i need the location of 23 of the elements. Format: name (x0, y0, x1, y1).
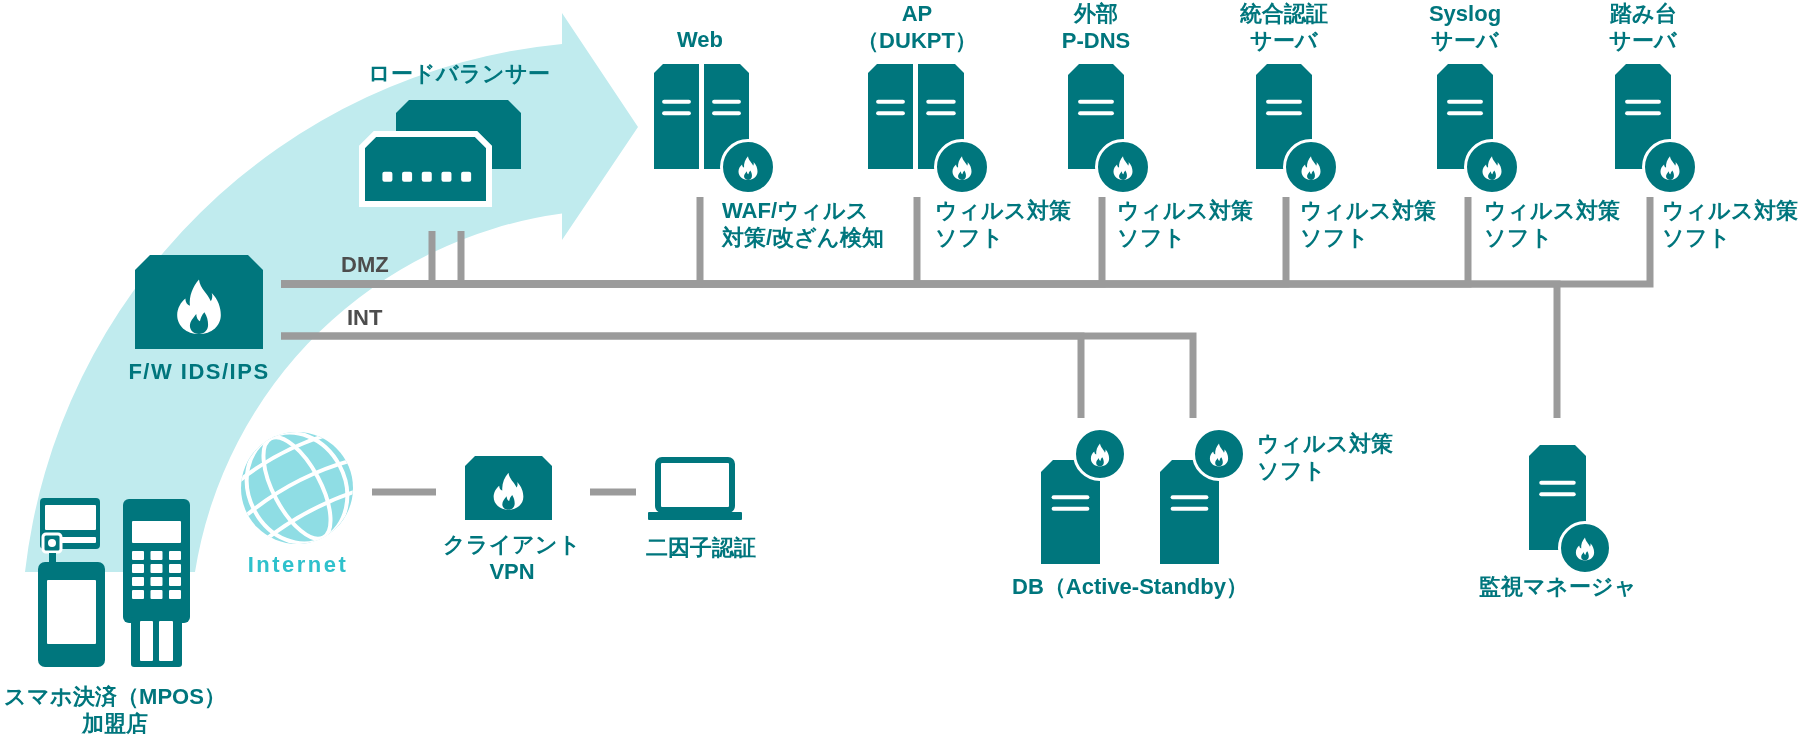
security-note: ウィルス対策ソフト (1662, 197, 1798, 251)
device-label: スマホ決済（MPOS）加盟店 (4, 683, 226, 737)
device-label: F/W IDS/IPS (128, 358, 270, 385)
server-label: 踏み台サーバ (1609, 0, 1677, 54)
security-note: ウィルス対策ソフト (1117, 197, 1253, 251)
network-label: DMZ (341, 251, 389, 278)
security-note: ウィルス対策ソフト (1300, 197, 1436, 251)
device-label: 二因子認証 (646, 534, 756, 561)
server-label: 統合認証サーバ (1240, 0, 1328, 54)
device-label: クライアントVPN (443, 531, 581, 585)
server-label: 監視マネージャ (1479, 573, 1637, 600)
security-note: WAF/ウィルス対策/改ざん検知 (722, 197, 885, 251)
server-label: DB（Active-Standby） (1012, 573, 1248, 600)
device-label: ロードバランサー (368, 60, 550, 87)
internet-label: Internet (247, 551, 349, 578)
security-note: ウィルス対策ソフト (1484, 197, 1620, 251)
server-label: Syslogサーバ (1428, 0, 1502, 54)
server-label: 外部P-DNS (1061, 0, 1131, 54)
server-label: AP（DUKPT） (857, 0, 977, 54)
network-label: INT (347, 304, 383, 331)
security-note: ウィルス対策ソフト (1257, 430, 1393, 484)
security-note: ウィルス対策ソフト (935, 197, 1071, 251)
server-label: Web (677, 26, 723, 53)
